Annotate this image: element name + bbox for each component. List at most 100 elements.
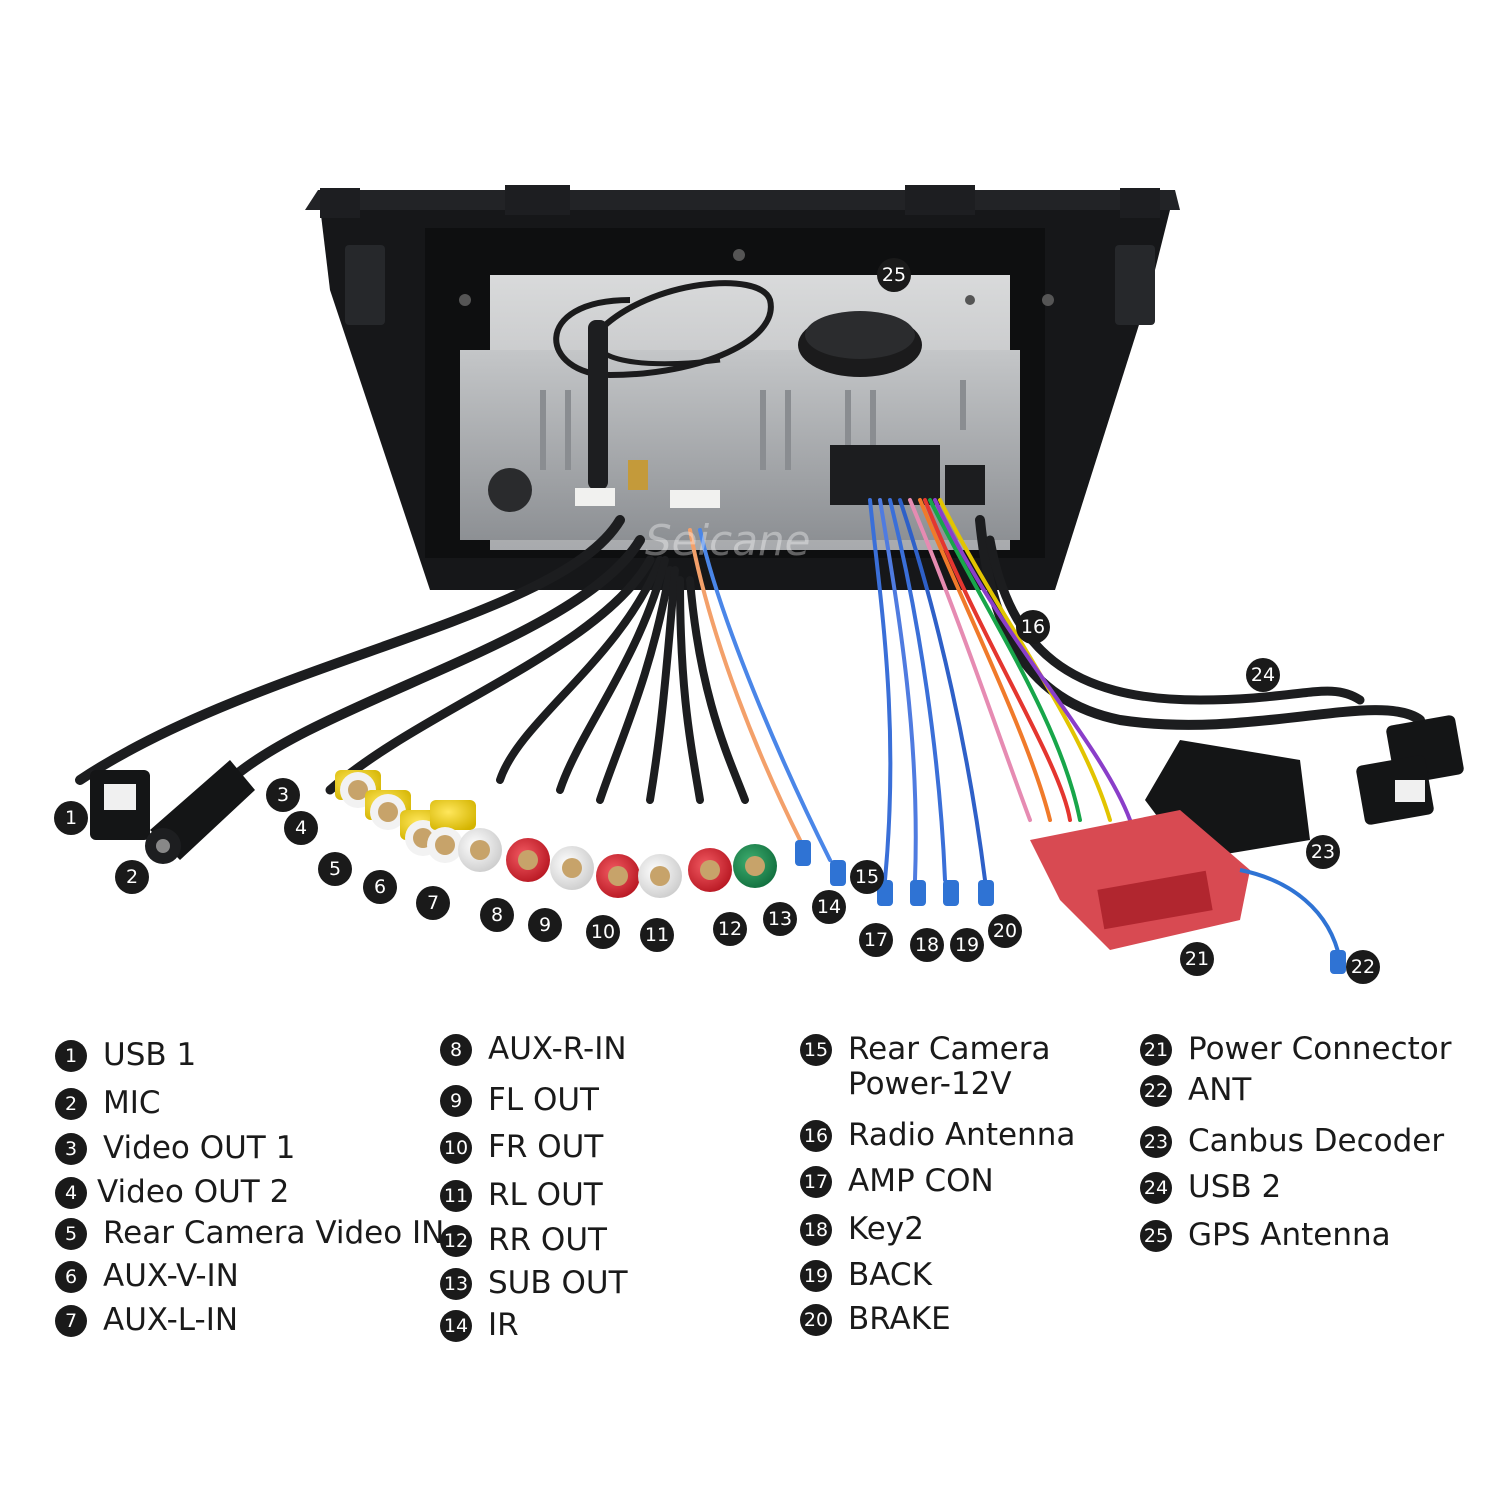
- legend-label: AUX-R-IN: [488, 1031, 627, 1067]
- ant-wire: [1239, 868, 1342, 961]
- legend-item: 17 AMP CON: [800, 1164, 994, 1200]
- diagram-num-17: 17: [859, 923, 893, 957]
- wiring-diagram: Seicane: [75, 185, 1464, 974]
- legend-number: 11: [440, 1180, 472, 1212]
- legend-item: 13 SUB OUT: [440, 1266, 628, 1302]
- diagram-num-11: 11: [640, 918, 674, 952]
- legend-number: 20: [800, 1304, 832, 1336]
- legend-number: 1: [55, 1040, 87, 1072]
- legend-number: 25: [1140, 1220, 1172, 1252]
- diagram-num-16: 16: [1016, 610, 1050, 644]
- legend-number: 24: [1140, 1172, 1172, 1204]
- legend-label: BRAKE: [848, 1301, 951, 1337]
- legend-item: 3 Video OUT 1: [55, 1131, 295, 1167]
- legend-label: AUX-V-IN: [103, 1258, 239, 1294]
- legend-label: Rear Camera Power-12V: [848, 1031, 1051, 1102]
- legend-item: 2 MIC: [55, 1086, 161, 1122]
- legend-label: MIC: [103, 1085, 161, 1121]
- diagram-num-25: 25: [877, 258, 911, 292]
- legend-number: 16: [800, 1120, 832, 1152]
- diagram-num-22: 22: [1346, 950, 1380, 984]
- legend-item: 15 Rear Camera Power-12V: [800, 1032, 1050, 1104]
- legend-label: AMP CON: [848, 1163, 994, 1199]
- diagram-num-21: 21: [1180, 942, 1214, 976]
- diagram-num-24: 24: [1246, 658, 1280, 692]
- legend-label: RL OUT: [488, 1177, 603, 1213]
- diagram-num-4: 4: [284, 811, 318, 845]
- diagram-num-10: 10: [586, 915, 620, 949]
- color-wire-bundle: [688, 498, 1132, 882]
- diagram-num-20: 20: [988, 914, 1022, 948]
- power-connector: [1030, 810, 1250, 950]
- legend-item: 9 FL OUT: [440, 1083, 599, 1119]
- diagram-num-3: 3: [266, 778, 300, 812]
- legend-item: 7 AUX-L-IN: [55, 1303, 238, 1339]
- legend-label: Video OUT 2: [97, 1174, 290, 1210]
- legend-label: Video OUT 1: [103, 1130, 296, 1166]
- legend-item: 11 RL OUT: [440, 1178, 603, 1214]
- diagram-num-14: 14: [812, 890, 846, 924]
- legend-number: 15: [800, 1034, 832, 1066]
- legend-item: 16 Radio Antenna: [800, 1118, 1075, 1154]
- legend-label: AUX-L-IN: [103, 1302, 239, 1338]
- legend-item: 23 Canbus Decoder: [1140, 1124, 1444, 1160]
- legend-item: 4 Video OUT 2: [55, 1175, 289, 1211]
- diagram-num-23: 23: [1306, 835, 1340, 869]
- legend-number: 9: [440, 1085, 472, 1117]
- legend-number: 22: [1140, 1075, 1172, 1107]
- legend-number: 13: [440, 1268, 472, 1300]
- diagram-num-6: 6: [363, 870, 397, 904]
- legend-label: BACK: [848, 1257, 932, 1293]
- legend-number: 12: [440, 1225, 472, 1257]
- legend-number: 23: [1140, 1126, 1172, 1158]
- wifi-antenna: [588, 320, 648, 490]
- legend-number: 2: [55, 1088, 87, 1120]
- watermark: Seicane: [645, 516, 810, 565]
- diagram-num-7: 7: [416, 886, 450, 920]
- legend-item: 12 RR OUT: [440, 1223, 607, 1259]
- legend-label: RR OUT: [488, 1222, 607, 1258]
- legend-item: 20 BRAKE: [800, 1302, 951, 1338]
- legend-number: 21: [1140, 1034, 1172, 1066]
- diagram-num-5: 5: [318, 852, 352, 886]
- legend-label: GPS Antenna: [1188, 1217, 1391, 1253]
- legend-number: 4: [55, 1177, 87, 1209]
- legend-number: 8: [440, 1034, 472, 1066]
- diagram-num-12: 12: [713, 912, 747, 946]
- legend-number: 5: [55, 1218, 87, 1250]
- diagram-num-18: 18: [910, 928, 944, 962]
- usb2-plugs: [1356, 715, 1464, 825]
- legend-number: 14: [440, 1310, 472, 1342]
- legend-label: Rear Camera Video IN: [103, 1215, 445, 1251]
- legend-item: 19 BACK: [800, 1258, 932, 1294]
- legend-item: 18 Key2: [800, 1212, 924, 1248]
- mic-plug: [145, 760, 255, 864]
- legend-label: Canbus Decoder: [1188, 1123, 1445, 1159]
- diagram-num-8: 8: [480, 898, 514, 932]
- legend-item: 8 AUX-R-IN: [440, 1032, 627, 1068]
- wire-terminals: [795, 840, 1346, 974]
- legend-number: 18: [800, 1214, 832, 1246]
- diagram-num-1: 1: [54, 801, 88, 835]
- legend-item: 5 Rear Camera Video IN: [55, 1216, 444, 1252]
- legend-item: 25 GPS Antenna: [1140, 1218, 1391, 1254]
- legend-label: SUB OUT: [488, 1265, 628, 1301]
- legend-number: 19: [800, 1260, 832, 1292]
- legend-number: 7: [55, 1305, 87, 1337]
- usb1-plug: [90, 770, 150, 840]
- rear-connectors: [488, 445, 985, 512]
- legend-number: 17: [800, 1166, 832, 1198]
- legend-number: 3: [55, 1133, 87, 1165]
- diagram-num-13: 13: [763, 902, 797, 936]
- legend-number: 10: [440, 1132, 472, 1164]
- legend-label: USB 1: [103, 1037, 197, 1073]
- legend-label: FL OUT: [488, 1082, 599, 1118]
- legend-item: 1 USB 1: [55, 1038, 196, 1074]
- legend-label: Radio Antenna: [848, 1117, 1076, 1153]
- legend-label: Key2: [848, 1211, 924, 1247]
